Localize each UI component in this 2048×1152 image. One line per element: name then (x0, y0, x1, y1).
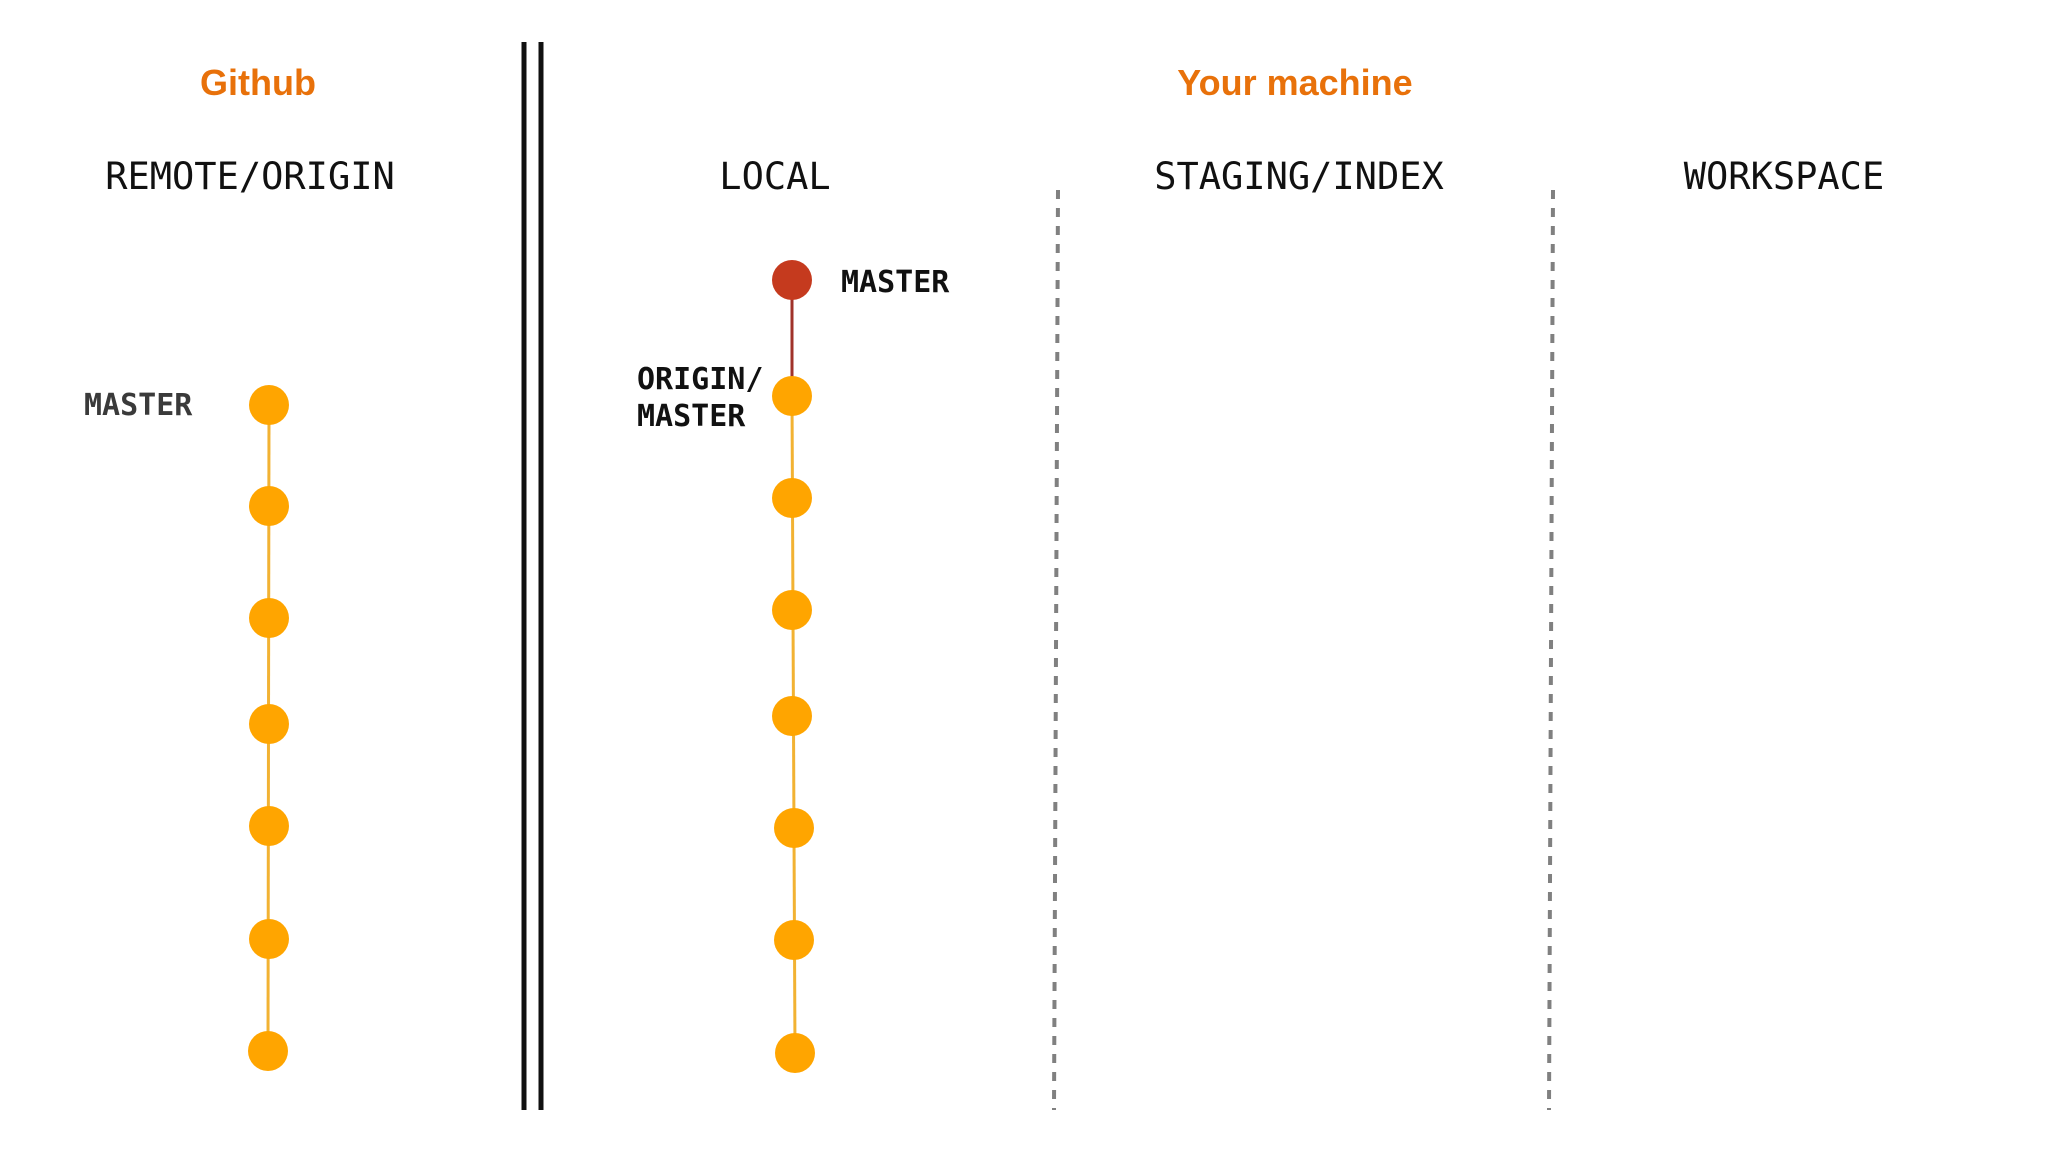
remote-commit-6 (249, 919, 289, 959)
origin-master-label-line2: MASTER (637, 399, 746, 434)
remote-master-label: MASTER (84, 388, 193, 423)
local-heading: LOCAL (719, 155, 830, 198)
your-machine-title: Your machine (1177, 62, 1412, 103)
remote-commit-1 (249, 385, 289, 425)
local-staging-divider (1052, 189, 1060, 1111)
github-machine-divider (521, 42, 544, 1110)
origin-master-label-line1: ORIGIN/ (637, 362, 763, 397)
remote-commit-5 (249, 806, 289, 846)
local-commit-6 (774, 920, 814, 960)
staging-index-heading: STAGING/INDEX (1154, 155, 1444, 198)
local-commit-4 (772, 696, 812, 736)
local-new-commit (772, 260, 812, 300)
workspace-heading: WORKSPACE (1684, 155, 1884, 198)
local-commit-5 (774, 808, 814, 848)
remote-commit-2 (249, 486, 289, 526)
remote-origin-heading: REMOTE/ORIGIN (105, 155, 395, 198)
local-commit-3 (772, 590, 812, 630)
local-master-label: MASTER (841, 265, 950, 300)
remote-commit-3 (249, 598, 289, 638)
remote-commit-history (248, 385, 289, 1071)
staging-workspace-divider (1547, 189, 1555, 1111)
local-commit-1 (772, 376, 812, 416)
github-title: Github (200, 62, 316, 103)
local-commit-7 (775, 1033, 815, 1073)
remote-commit-4 (249, 704, 289, 744)
local-commit-history (772, 260, 815, 1073)
local-commit-2 (772, 478, 812, 518)
remote-commit-7 (248, 1031, 288, 1071)
